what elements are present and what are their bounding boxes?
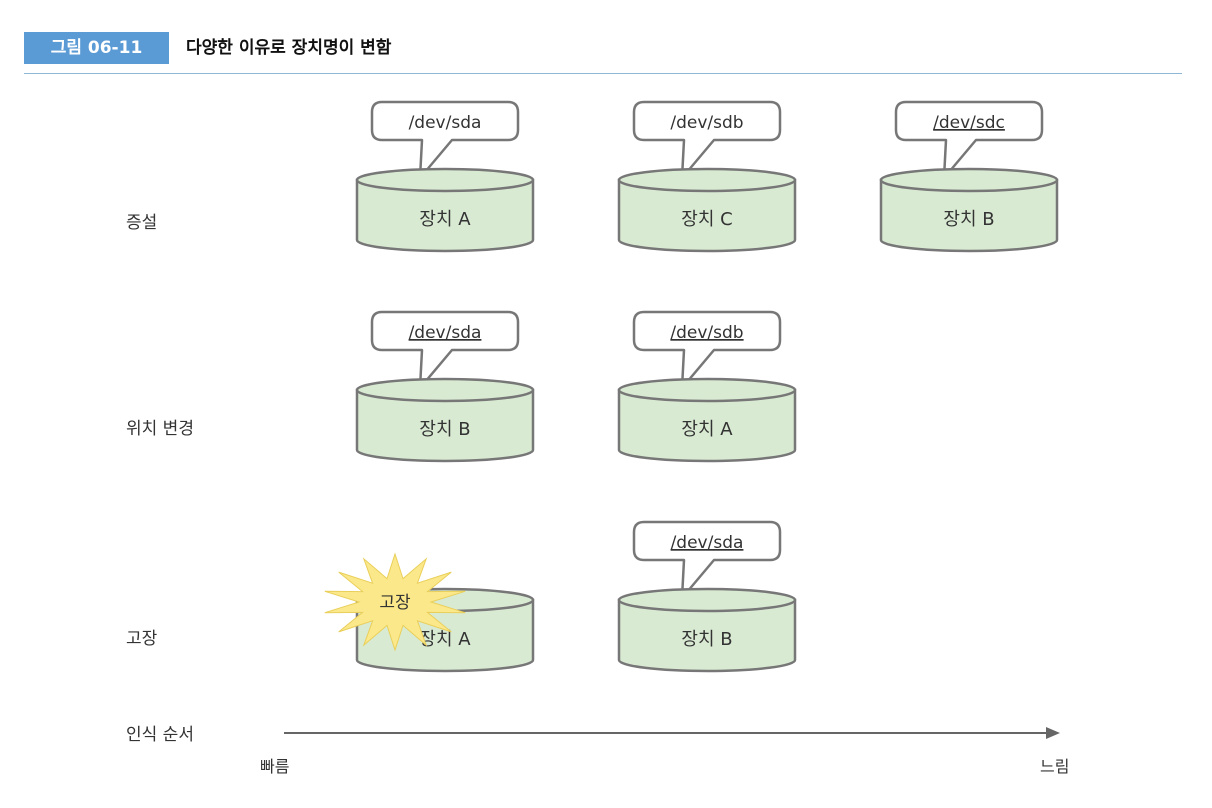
row-label-expansion: 증설 <box>126 213 158 233</box>
cylinder-body <box>617 178 797 253</box>
speech-bubble <box>632 310 782 390</box>
failure-burst <box>324 552 466 652</box>
axis-title: 인식 순서 <box>126 725 194 745</box>
device-name: 장치 C <box>681 209 732 230</box>
device-path-label: /dev/sda <box>409 113 482 133</box>
device-name: 장치 A <box>419 209 471 230</box>
device-path-label: /dev/sdb <box>670 113 743 133</box>
device-name: 장치 B <box>943 209 994 230</box>
row-label-relocation: 위치 변경 <box>126 419 194 439</box>
device-path-label: /dev/sda <box>671 533 744 553</box>
header-divider <box>24 73 1182 74</box>
cylinder-top <box>355 377 535 403</box>
cylinder-top <box>879 167 1059 193</box>
cylinder-top <box>355 167 535 193</box>
device-path-label: /dev/sda <box>409 323 482 343</box>
cylinder-body <box>355 388 535 463</box>
axis-end-label: 느림 <box>1040 757 1070 776</box>
failure-label: 고장 <box>379 593 411 613</box>
device-path-label: /dev/sdc <box>933 113 1005 133</box>
figure-title: 다양한 이유로 장치명이 변함 <box>186 38 392 58</box>
cylinder-body <box>617 388 797 463</box>
device-name: 장치 A <box>419 629 471 650</box>
device-path-label: /dev/sdb <box>670 323 743 343</box>
speech-bubble <box>370 310 520 390</box>
figure-header: 그림 06-11 다양한 이유로 장치명이 변함 <box>24 32 1182 75</box>
device-name: 장치 B <box>681 629 732 650</box>
figure-number-badge: 그림 06-11 <box>24 32 169 64</box>
cylinder-body <box>355 178 535 253</box>
axis-arrowhead <box>1046 727 1060 739</box>
cylinder-body <box>617 598 797 673</box>
axis-start-label: 빠름 <box>260 757 290 776</box>
device-name: 장치 B <box>419 419 470 440</box>
cylinder-top <box>617 587 797 613</box>
speech-bubble <box>632 520 782 600</box>
speech-bubble <box>894 100 1044 180</box>
device-name: 장치 A <box>681 419 733 440</box>
row-label-failure: 고장 <box>126 629 158 649</box>
cylinder-body <box>879 178 1059 253</box>
speech-bubble <box>370 100 520 180</box>
speech-bubble <box>632 100 782 180</box>
cylinder-top <box>617 167 797 193</box>
cylinder-top <box>617 377 797 403</box>
